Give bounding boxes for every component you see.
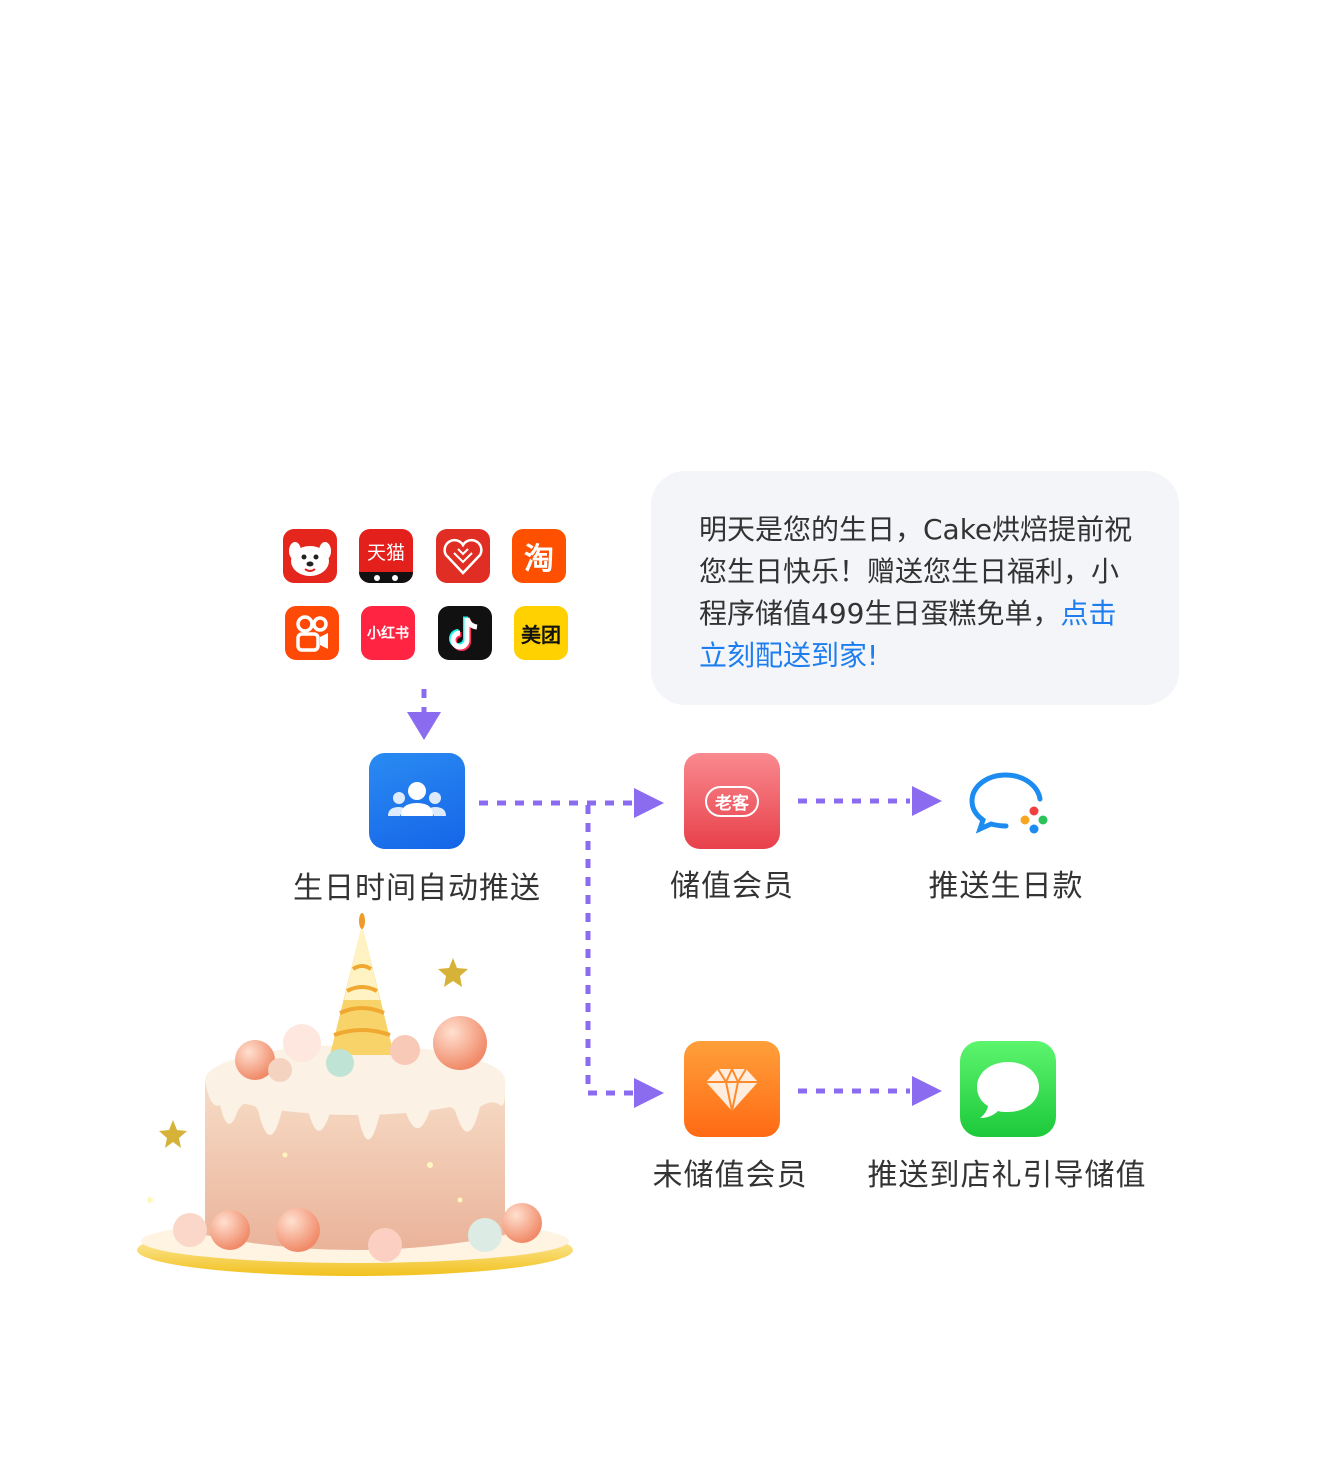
push-member-label: 推送生日款 [928, 869, 1084, 904]
tmall-icon: 天猫 [359, 529, 413, 583]
tmall-label: 天猫 [366, 541, 405, 564]
arrowhead-member [634, 788, 664, 818]
birthday-cake-illustration [137, 913, 573, 1276]
douyin-icon [438, 606, 492, 660]
kuaishou-icon [285, 606, 339, 660]
non-member-label: 未储值会员 [652, 1158, 808, 1193]
old-customer-badge-icon: 老客 [684, 753, 780, 849]
member-label: 储值会员 [670, 869, 794, 904]
arrowhead-down [407, 712, 441, 740]
taobao-label: 淘 [524, 542, 554, 577]
connector-source-to-non-member [585, 805, 634, 1096]
message-text: 明天是您的生日，Cake烘焙提前祝您生日快乐！赠送您生日福利，小程序储值499生… [699, 513, 1133, 630]
member-badge: 老客 [705, 785, 759, 817]
arrowhead-push-member [912, 786, 942, 816]
wecom-chat-icon [962, 753, 1058, 849]
meituan-icon: 美团 [514, 606, 568, 660]
diamond-icon [684, 1041, 780, 1137]
meituan-label: 美团 [521, 622, 561, 647]
source-label: 生日时间自动推送 [293, 871, 541, 906]
taobao-icon: 淘 [512, 529, 566, 583]
arrowhead-non-member [634, 1078, 664, 1108]
message-bubble: 明天是您的生日，Cake烘焙提前祝您生日快乐！赠送您生日福利，小程序储值499生… [651, 471, 1179, 705]
people-group-icon [369, 753, 465, 849]
jd-dog-icon [283, 529, 337, 583]
pinduoduo-icon [436, 529, 490, 583]
push-non-member-label: 推送到店礼引导储值 [867, 1158, 1147, 1193]
xiaohongshu-icon: 小红书 [361, 606, 415, 660]
delivery-link[interactable]: 点击立刻配送到家! [699, 597, 1117, 672]
message-bubble-icon [960, 1041, 1056, 1137]
arrowhead-push-non-member [912, 1076, 942, 1106]
xiaohongshu-label: 小红书 [367, 626, 409, 642]
